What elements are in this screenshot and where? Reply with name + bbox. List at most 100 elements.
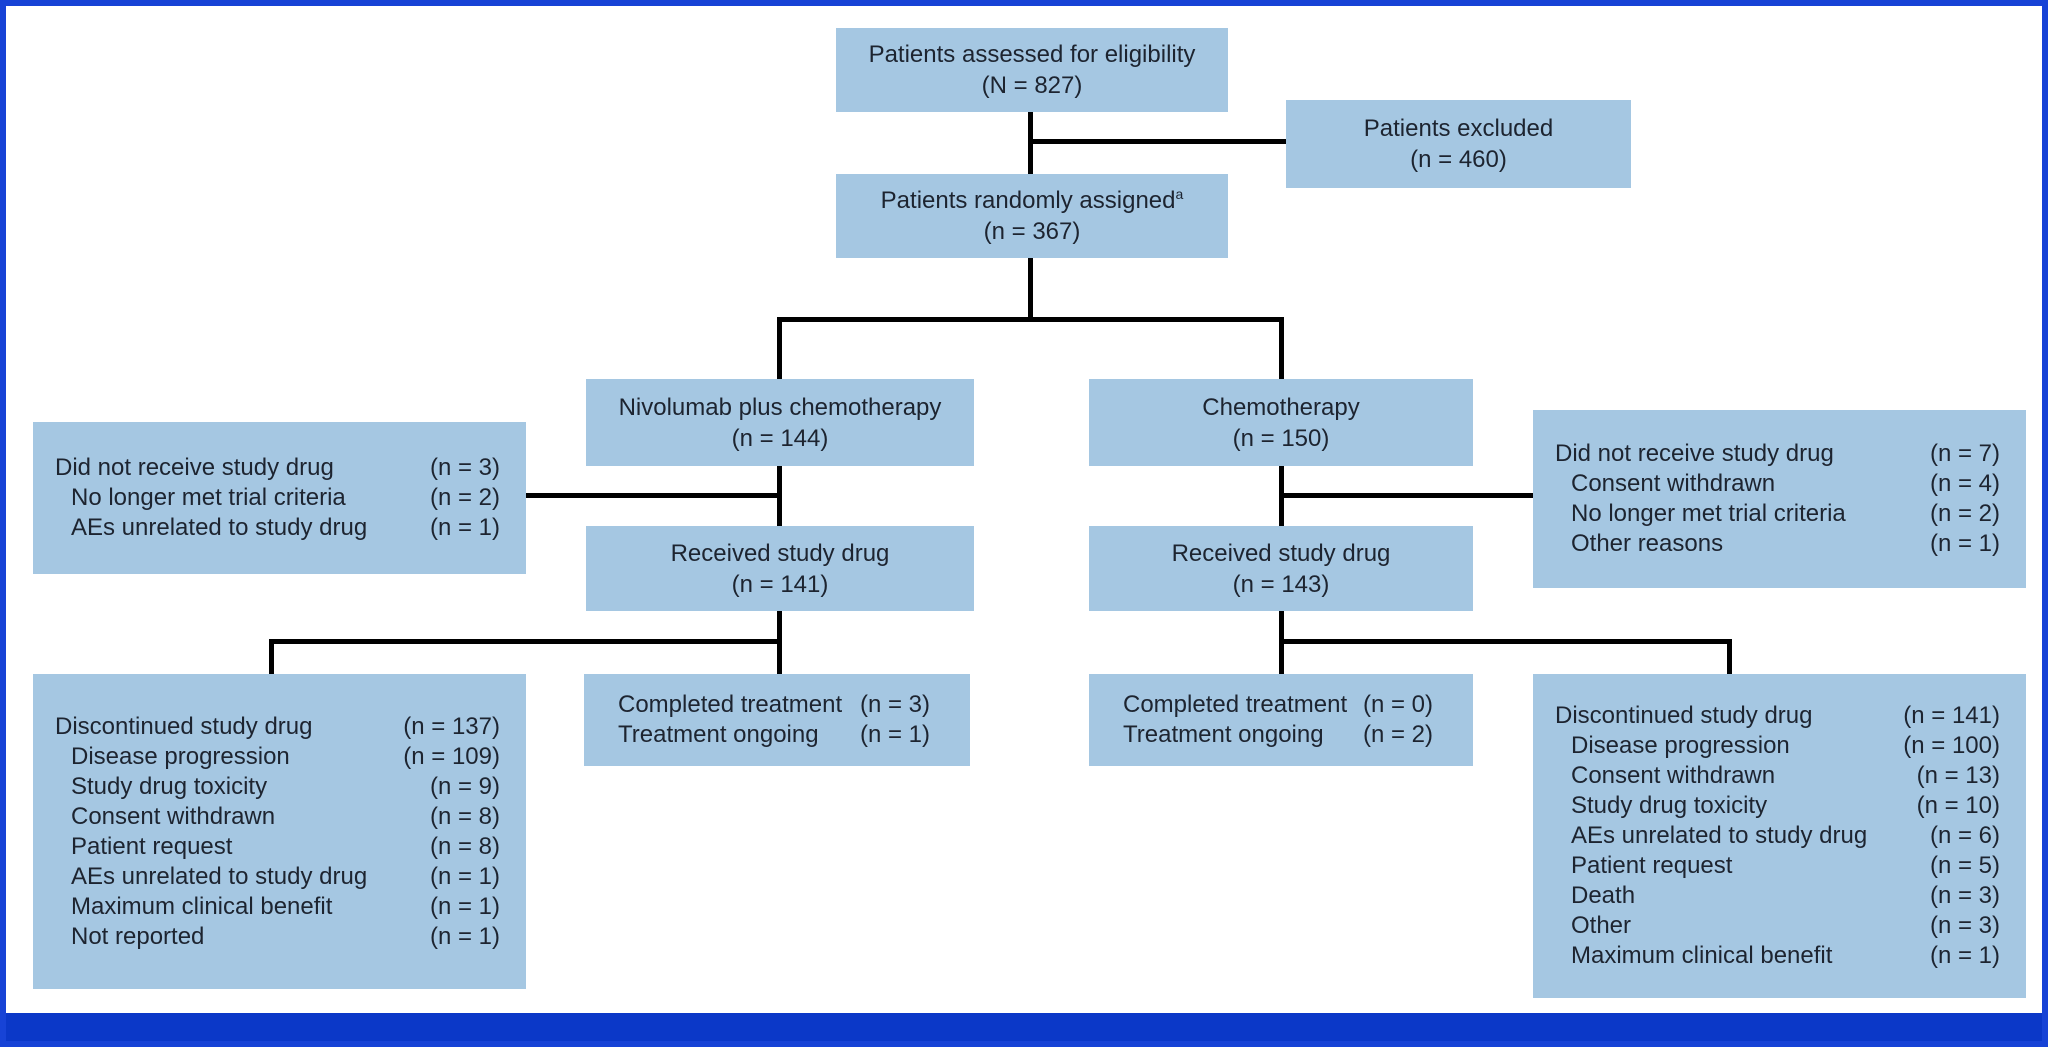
box-received-left-title: Received study drug [670,539,890,567]
box-eligibility-count: (N = 827) [981,72,1083,99]
stat-row: Patient request (n = 5) [1555,851,2000,881]
stat-value: (n = 1) [429,514,500,541]
box-received-right-title: Received study drug [1171,539,1391,567]
stat-value: (n = 5) [1929,852,2000,879]
stat-value: (n = 3) [429,454,500,481]
box-received-left-count: (n = 141) [731,570,829,598]
box-arm-nivolumab-title: Nivolumab plus chemotherapy [618,393,942,421]
stat-value: (n = 0) [1362,691,1433,718]
box-randomized-title: Patients randomly assigneda [881,185,1184,216]
stat-value: (n = 1) [859,721,930,748]
stat-row: Discontinued study drug (n = 141) [1555,701,2000,731]
box-completed-right: Completed treatment (n = 0)Treatment ongo… [1089,674,1473,766]
stat-row: Discontinued study drug(n = 137) [55,712,500,742]
stat-label: No longer met trial criteria [1571,500,1846,527]
box-excluded: Patients excluded (n = 460) [1286,100,1631,188]
stat-label: Disease progression [1571,732,1790,759]
box-randomized-count: (n = 367) [983,218,1081,245]
stat-row: Consent withdrawn (n = 13) [1555,761,2000,791]
stat-label: AEs unrelated to study drug [1571,822,1868,849]
connector-eligibility-randomized [1028,110,1033,180]
stat-label: AEs unrelated to study drug [71,862,368,890]
box-excluded-title: Patients excluded [1363,115,1554,142]
connector-split-nivo [777,317,782,383]
stat-row: Completed treatment (n = 0) [1123,690,1433,720]
connector-left-not-received [524,493,780,498]
stat-row: Maximum clinical benefit(n = 1) [1555,941,2000,971]
connector-branch-left [269,639,779,644]
footnote-marker: a [1175,186,1184,202]
connector-received-completed-right [1279,611,1284,676]
stat-label: Did not receive study drug [55,454,334,481]
connector-nivo-received [777,466,782,530]
connector-to-excluded [1028,139,1288,144]
connector-chemo-received [1279,466,1284,530]
stat-value: (n = 4) [1929,470,2000,497]
stat-row: Study drug toxicity(n = 10) [1555,791,2000,821]
box-eligibility: Patients assessed for eligibility (N = 8… [836,28,1228,112]
bottom-accent-bar [6,1013,2042,1041]
stat-value: (n = 100) [1903,732,2000,759]
stat-value: (n = 141) [1903,702,2000,729]
stat-row: Study drug toxicity(n = 9) [55,772,500,802]
box-randomized: Patients randomly assigneda (n = 367) [836,174,1228,258]
stat-label: AEs unrelated to study drug [71,514,368,541]
stat-row: Disease progression(n = 109) [55,742,500,772]
stat-label: Not reported [71,922,205,950]
stat-value: (n = 1) [429,922,500,950]
stat-label: Patient request [1571,852,1733,879]
stat-value: (n = 8) [429,832,500,860]
box-completed-left: Completed treatment(n = 3)Treatment ongo… [584,674,970,766]
stat-value: (n = 1) [1929,530,2000,557]
stat-label: Consent withdrawn [1571,762,1776,789]
box-arm-nivolumab-count: (n = 144) [731,424,829,452]
box-arm-nivolumab: Nivolumab plus chemotherapy (n = 144) [586,379,974,466]
stat-row: Did not receive study drug (n = 3) [55,453,500,483]
stat-row: Death(n = 3) [1555,881,2000,911]
stat-value: (n = 1) [1929,942,2000,969]
stat-value: (n = 6) [1929,822,2000,849]
box-arm-chemotherapy-title: Chemotherapy [1202,393,1360,421]
stat-value: (n = 137) [403,712,500,740]
stat-label: Consent withdrawn [1571,470,1776,497]
stat-label: Other reasons [1571,530,1724,557]
stat-row: Disease progression (n = 100) [1555,731,2000,761]
connector-branch-right-down [1727,639,1732,676]
stat-value: (n = 8) [429,802,500,830]
connector-branch-left-down [269,639,274,676]
stat-value: (n = 7) [1929,440,2000,467]
stat-value: (n = 2) [1929,500,2000,527]
stat-value: (n = 10) [1916,792,2000,819]
box-arm-chemotherapy: Chemotherapy (n = 150) [1089,379,1473,466]
stat-value: (n = 3) [859,691,930,718]
stat-row: Not reported (n = 1) [55,922,500,952]
stat-row: No longer met trial criteria (n = 2) [1555,499,2000,529]
stat-label: Other [1571,912,1632,939]
stat-label: Completed treatment [618,691,843,718]
stat-label: Maximum clinical benefit [71,892,333,920]
stat-row: Patient request(n = 8) [55,832,500,862]
box-randomized-title-text: Patients randomly assigned [880,187,1176,214]
stat-value: (n = 1) [429,862,500,890]
stat-value: (n = 13) [1916,762,2000,789]
stat-row: Maximum clinical benefit (n = 1) [55,892,500,922]
box-eligibility-title: Patients assessed for eligibility [868,41,1196,68]
stat-row: No longer met trial criteria(n = 2) [55,483,500,513]
connector-split-chemo [1279,317,1284,383]
stat-value: (n = 1) [429,892,500,920]
stat-row: Consent withdrawn (n = 8) [55,802,500,832]
stat-value: (n = 2) [1362,721,1433,748]
connector-randomized-split [1028,258,1033,322]
stat-label: Discontinued study drug [1555,702,1813,729]
stat-label: Completed treatment [1123,691,1348,718]
stat-label: Consent withdrawn [71,802,276,830]
box-arm-chemotherapy-count: (n = 150) [1232,424,1330,452]
stat-label: Did not receive study drug [1555,440,1834,467]
stat-value: (n = 2) [429,484,500,511]
stat-row: Did not receive study drug (n = 7) [1555,439,2000,469]
stat-row: Other reasons (n = 1) [1555,529,2000,559]
stat-row: Treatment ongoing(n = 2) [1123,720,1433,750]
stat-row: Consent withdrawn (n = 4) [1555,469,2000,499]
stat-value: (n = 109) [403,742,500,770]
